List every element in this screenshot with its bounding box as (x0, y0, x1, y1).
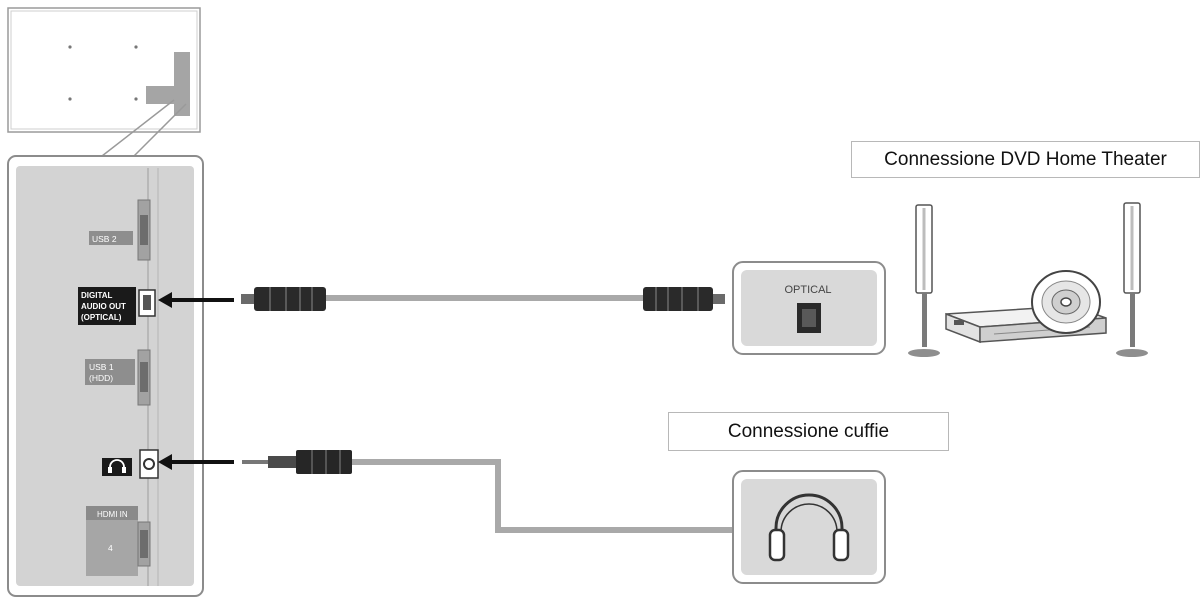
disc-icon (1031, 270, 1101, 334)
optical-plug-tip (713, 294, 725, 304)
jack-tip (242, 460, 268, 464)
digital-audio-label-line3: (OPTICAL) (81, 313, 122, 322)
headphones-icon (768, 493, 850, 562)
optical-plug-left (254, 287, 326, 311)
headphones-box (732, 470, 886, 584)
optical-box-label: OPTICAL (784, 284, 831, 296)
tv-connector-block (146, 86, 190, 104)
tv-mount-hole (134, 97, 138, 101)
usb2-label-box (89, 231, 133, 245)
headphone-symbol-icon (108, 459, 126, 473)
tv-mount-hole (68, 45, 72, 49)
speaker-right-icon (1116, 202, 1148, 357)
hdmi-label-header (86, 506, 138, 520)
optical-insert-arrow (158, 292, 234, 308)
tv-connector-strip (174, 52, 190, 116)
headphone-insert-arrow (158, 454, 234, 470)
optical-port-hole (143, 295, 151, 310)
hdmi-label: HDMI IN (97, 510, 128, 519)
headphones-connection-title: Connessione cuffie (668, 412, 949, 451)
zoom-line (101, 99, 175, 157)
home-theater-system (908, 202, 1148, 357)
hdmi-number: 4 (108, 543, 113, 553)
headphones-box-surface (741, 479, 877, 575)
headphone-cable-wire (352, 459, 742, 533)
usb1-label-line2: (HDD) (89, 373, 113, 383)
optical-receiver-port-hole (802, 309, 816, 327)
jack-collar (268, 456, 296, 468)
optical-plug-right (643, 287, 713, 311)
usb1-label-line1: USB 1 (89, 362, 114, 372)
usb2-port-slot (140, 215, 148, 245)
usb1-port-slot (140, 362, 148, 392)
tv-mount-hole (68, 97, 72, 101)
tv-back-thumbnail (7, 7, 201, 133)
tv-back-outline (7, 7, 201, 133)
digital-audio-label-line1: DIGITAL (81, 291, 113, 300)
digital-audio-label-line2: AUDIO OUT (81, 302, 126, 311)
headphone-cable (242, 450, 742, 533)
tv-back-inner (10, 10, 198, 130)
optical-plug-tip (241, 294, 254, 304)
headphone-port (139, 449, 159, 479)
zoom-line (133, 103, 187, 157)
dvd-connection-title: Connessione DVD Home Theater (851, 141, 1200, 178)
tv-mount-hole (134, 45, 138, 49)
usb2-label: USB 2 (92, 234, 117, 244)
optical-cable (241, 287, 725, 311)
digital-audio-label-box (78, 287, 136, 325)
headphone-port-hole (143, 458, 155, 470)
usb1-label-box (85, 359, 135, 385)
hdmi-port-slot (140, 530, 148, 558)
optical-port-box: OPTICAL (732, 261, 886, 355)
jack-plug (296, 450, 352, 474)
optical-cable-wire (326, 295, 643, 301)
speaker-left-icon (908, 204, 940, 357)
tv-side-panel: USB 2 DIGITAL AUDIO OUT (OPTICAL) USB 1 … (7, 155, 204, 597)
